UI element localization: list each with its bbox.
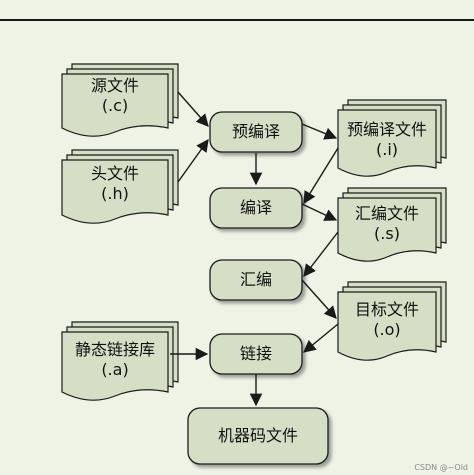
- pre-file-shape: [337, 99, 447, 177]
- source-file-shape: [61, 63, 179, 137]
- link-box: [209, 333, 303, 375]
- arrow-prefile-to-compile: [303, 147, 339, 205]
- preprocess-box: [209, 111, 303, 153]
- arrow-objfile-to-link: [303, 323, 339, 353]
- header-file-shape: [61, 149, 179, 224]
- arrow-source-to-preprocess: [177, 91, 209, 127]
- obj-file-shape: [337, 281, 447, 361]
- arrow-asmfile-to-assemble: [303, 231, 339, 277]
- arrow-header-to-preprocess: [177, 138, 209, 183]
- arrow-preprocess-to-prefile: [301, 123, 338, 140]
- arrow-compile-to-asmfile: [301, 203, 338, 221]
- assemble-box: [209, 259, 303, 301]
- static-lib-shape: [61, 321, 179, 401]
- machine-file-box: [187, 407, 329, 465]
- arrow-assemble-to-objfile: [301, 279, 337, 319]
- asm-file-shape: [337, 187, 447, 262]
- compile-box: [209, 187, 303, 229]
- watermark: CSDN @~Old: [414, 463, 468, 472]
